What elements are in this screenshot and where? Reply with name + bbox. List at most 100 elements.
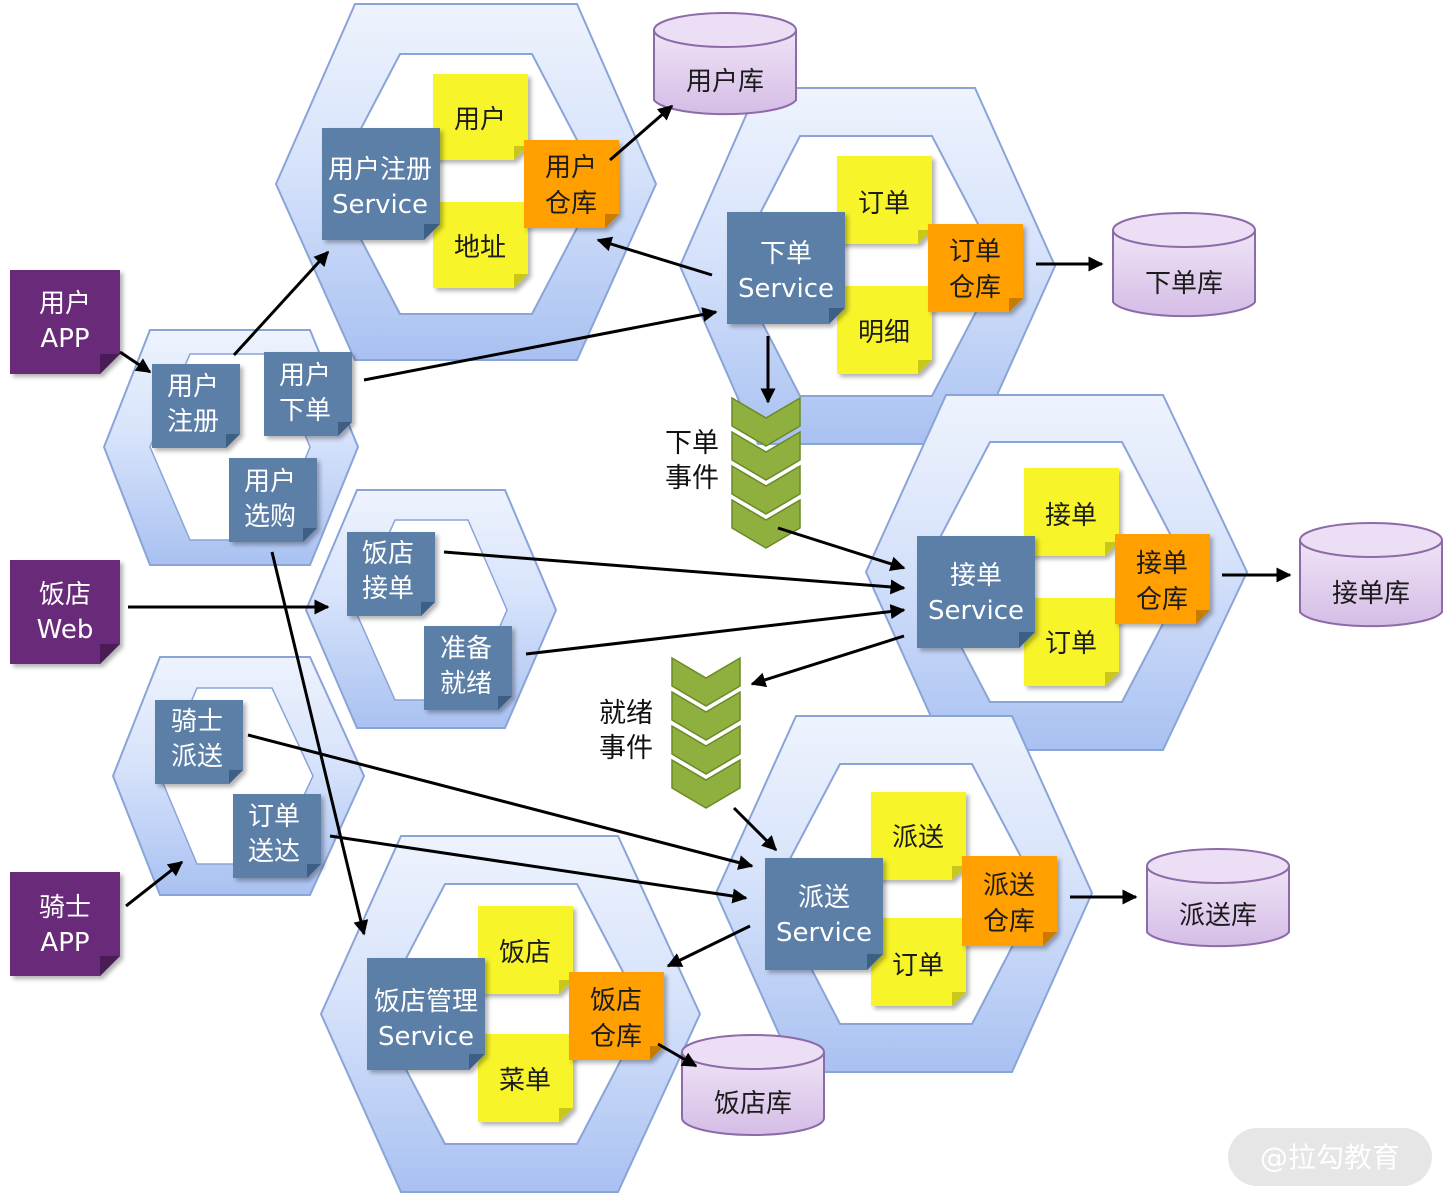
restaurant-service-hexagon (319, 835, 702, 1193)
svg-text:仓库: 仓库 (1136, 585, 1188, 615)
user-db: 用户库 (653, 12, 797, 116)
arrow-user-repo-to-user-db (609, 104, 674, 162)
arrow-order-service-to-user-repo (596, 236, 713, 277)
restaurant-manage-service-box: 饭店管理 Service (367, 958, 485, 1070)
order-db-label: 下单库 (1145, 269, 1223, 299)
arrow-register-to-user-service (232, 250, 330, 357)
svg-text:Service: Service (332, 190, 428, 220)
svg-text:准备: 准备 (440, 634, 492, 664)
order-service-hexagon (678, 87, 1057, 445)
delivery-order-entity-note: 订单 (871, 918, 966, 1006)
restaurant-entity-note: 饭店 (478, 906, 573, 994)
delivery-repository-note: 派送 仓库 (962, 856, 1057, 946)
order-entity-note: 订单 (837, 156, 932, 244)
svg-text:饭店: 饭店 (499, 938, 551, 968)
user-db-label: 用户库 (686, 67, 764, 97)
svg-text:下单: 下单 (279, 396, 331, 426)
accept-service-hexagon (864, 394, 1249, 751)
arrow-accept-to-ready-event (750, 634, 905, 688)
svg-text:派送: 派送 (171, 742, 223, 772)
svg-text:饭店: 饭店 (590, 986, 642, 1016)
accept-service-box: 接单 Service (917, 536, 1035, 648)
svg-text:饭店管理: 饭店管理 (374, 987, 478, 1017)
svg-text:派送: 派送 (983, 871, 1035, 901)
svg-text:用户: 用户 (545, 153, 597, 183)
gateway-user-browse: 用户 选购 (229, 458, 317, 542)
svg-text:订单: 订单 (248, 802, 300, 832)
svg-text:明细: 明细 (858, 318, 910, 348)
svg-text:Service: Service (928, 596, 1024, 626)
order-service-box: 下单 Service (727, 212, 845, 324)
svg-text:骑士: 骑士 (171, 707, 223, 737)
connection-arrows (119, 104, 1292, 1068)
order-event-stream (731, 396, 801, 549)
user-repository-note: 用户 仓库 (524, 140, 619, 228)
watermark: @拉勾教育 (1228, 1128, 1432, 1186)
svg-text:用户: 用户 (454, 105, 506, 135)
delivery-db-label: 派送库 (1179, 901, 1257, 931)
arrow-riderapp-to-gateway (125, 860, 184, 908)
gateway-restaurant-accept: 饭店 接单 (347, 532, 435, 616)
accept-db-label: 接单库 (1332, 579, 1410, 609)
svg-text:APP: APP (40, 324, 89, 354)
arrow-restaurant-repo-to-restaurant-db (657, 1042, 698, 1068)
ready-event-label-line1: 就绪 (599, 698, 653, 729)
svg-text:注册: 注册 (167, 407, 219, 437)
svg-text:仓库: 仓库 (590, 1022, 642, 1052)
svg-text:接单: 接单 (1045, 501, 1097, 531)
svg-text:订单: 订单 (1045, 629, 1097, 659)
delivery-service-box: 派送 Service (765, 858, 883, 970)
restaurant-db: 饭店库 (681, 1034, 825, 1136)
order-detail-entity-note: 明细 (837, 286, 932, 374)
svg-text:接单: 接单 (950, 561, 1002, 591)
gateway-user-register: 用户 注册 (152, 364, 240, 448)
arrow-userorder-to-order-service (363, 307, 718, 382)
svg-text:选购: 选购 (244, 502, 296, 532)
order-event-label-line2: 事件 (665, 463, 719, 494)
delivery-entity-note: 派送 (871, 792, 966, 880)
svg-text:用户: 用户 (39, 289, 91, 319)
order-event-label-line1: 下单 (665, 428, 719, 459)
svg-text:仓库: 仓库 (949, 273, 1001, 303)
svg-text:菜单: 菜单 (499, 1066, 551, 1096)
accept-repository-note: 接单 仓库 (1115, 534, 1210, 624)
svg-text:用户: 用户 (167, 372, 219, 402)
svg-text:订单: 订单 (892, 951, 944, 981)
gateway-restaurant-ready: 准备 就绪 (424, 626, 512, 710)
gateway-user-order: 用户 下单 (264, 352, 352, 436)
svg-text:派送: 派送 (892, 823, 944, 853)
address-entity-note: 地址 (433, 202, 528, 288)
svg-text:骑士: 骑士 (39, 893, 91, 923)
svg-text:用户注册: 用户注册 (328, 155, 432, 185)
accept-db: 接单库 (1299, 522, 1443, 628)
svg-text:Service: Service (378, 1022, 474, 1052)
svg-text:订单: 订单 (949, 237, 1001, 267)
arrow-rider-deliver-to-delivery (247, 733, 754, 870)
svg-text:饭店: 饭店 (362, 539, 414, 569)
delivery-db: 派送库 (1146, 848, 1290, 948)
client-user-app: 用户 APP (10, 270, 120, 374)
svg-text:送达: 送达 (248, 837, 300, 867)
accept-entity-note: 接单 (1024, 468, 1119, 556)
arrow-ready-event-to-delivery (732, 806, 778, 852)
svg-text:仓库: 仓库 (545, 189, 597, 219)
svg-text:用户: 用户 (279, 361, 331, 391)
arrow-restaurant-accept-to-accept (443, 550, 906, 595)
order-db: 下单库 (1112, 212, 1256, 318)
svg-text:APP: APP (40, 928, 89, 958)
gateway-rider-arrive: 订单 送达 (233, 794, 321, 878)
svg-text:仓库: 仓库 (983, 907, 1035, 937)
arrow-order-event-to-accept (777, 526, 906, 572)
arrow-arrive-to-delivery (329, 834, 748, 904)
svg-text:就绪: 就绪 (440, 669, 492, 699)
accept-order-entity-note: 订单 (1024, 598, 1119, 686)
user-register-service-box: 用户注册 Service (322, 128, 440, 240)
svg-text:Service: Service (776, 918, 872, 948)
ready-event-label-line2: 事件 (599, 733, 653, 764)
svg-text:订单: 订单 (858, 189, 910, 219)
svg-text:Service: Service (738, 274, 834, 304)
arrow-userapp-to-gateway (119, 350, 152, 374)
svg-text:派送: 派送 (798, 883, 850, 913)
order-repository-note: 订单 仓库 (928, 224, 1023, 312)
